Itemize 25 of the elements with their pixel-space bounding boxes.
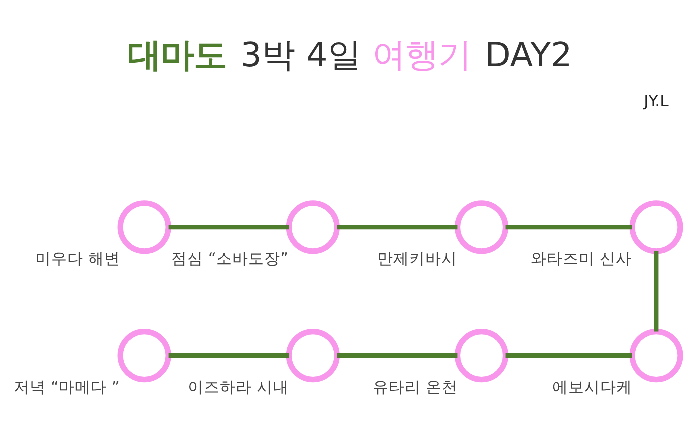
node-label: 점심 “소바도장” <box>171 248 289 268</box>
node-circle <box>630 200 684 254</box>
node-circle <box>118 328 172 382</box>
node-label: 만제키바시 <box>378 248 458 268</box>
node-label: 에보시다케 <box>552 376 632 396</box>
connector <box>168 224 290 230</box>
node-circle <box>118 200 172 254</box>
connector <box>337 224 458 230</box>
node-circle <box>454 328 509 382</box>
node-label: 유타리 온천 <box>372 376 458 396</box>
node-label: 이즈하라 시내 <box>188 376 289 396</box>
node-circle <box>286 200 340 254</box>
connector <box>654 250 659 332</box>
node-circle <box>454 200 509 254</box>
diagram-title: 대마도 3박 4일 여행기 DAY2 <box>128 35 572 74</box>
node-label: 와타즈미 신사 <box>531 248 632 268</box>
connector <box>337 353 458 358</box>
connector <box>506 353 632 358</box>
connector <box>506 224 632 230</box>
node-label: 저녁 “마메다 ” <box>14 376 120 396</box>
node-circle <box>630 328 684 382</box>
label: JY.L <box>644 90 669 110</box>
node-circle <box>286 328 340 382</box>
node-label: 미우다 해변 <box>36 248 121 268</box>
connector <box>168 353 290 358</box>
